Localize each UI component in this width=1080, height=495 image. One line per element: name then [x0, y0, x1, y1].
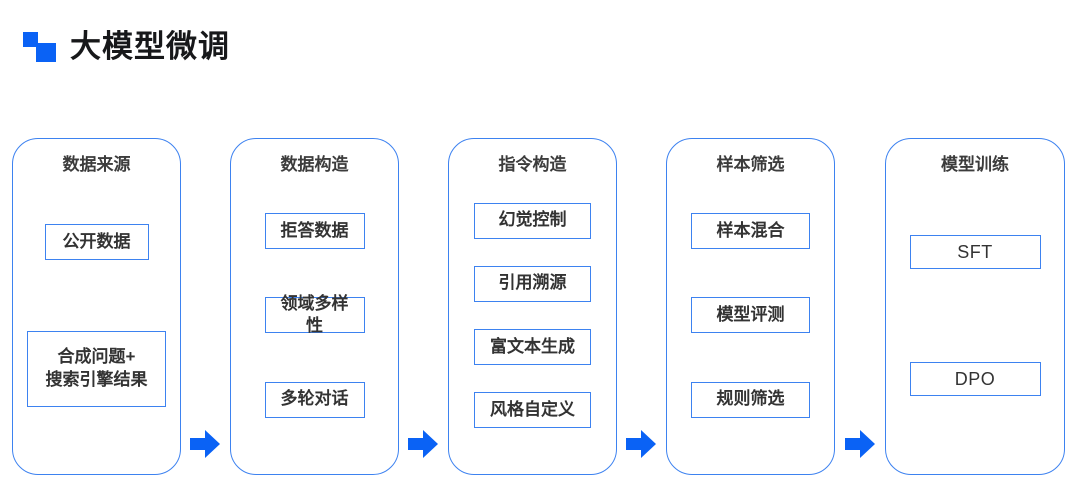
logo-square-small	[23, 32, 38, 47]
stage-card-sample-selection[interactable]: 样本筛选 样本混合 模型评测 规则筛选	[666, 138, 835, 475]
arrow-right-icon	[845, 430, 875, 458]
stage-card-model-training[interactable]: 模型训练 SFT DPO	[885, 138, 1065, 475]
arrow-head	[641, 430, 656, 458]
page-header: 大模型微调	[22, 20, 230, 72]
pipeline-flow-diagram: 数据来源 公开数据 合成问题+ 搜索引擎结果 数据构造 拒答数据 领域多样性 多…	[0, 138, 1080, 476]
item-box[interactable]: 样本混合	[691, 213, 810, 250]
item-box[interactable]: 幻觉控制	[474, 202, 591, 239]
arrow-right-icon	[626, 430, 656, 458]
stage-title: 数据来源	[62, 155, 131, 174]
stage-title: 样本筛选	[716, 155, 785, 174]
arrow-shaft	[408, 438, 425, 450]
stage-title: 指令构造	[498, 155, 567, 174]
item-box[interactable]: 富文本生成	[474, 329, 591, 366]
item-box[interactable]: DPO	[909, 361, 1041, 396]
arrow-head	[205, 430, 220, 458]
arrow-shaft	[190, 438, 207, 450]
item-box[interactable]: 领域多样性	[264, 294, 365, 335]
item-box[interactable]: 多轮对话	[264, 381, 365, 418]
stage-title: 数据构造	[280, 155, 349, 174]
stage-title: 模型训练	[941, 155, 1009, 174]
item-box[interactable]: 模型评测	[691, 297, 810, 334]
arrow-shaft	[626, 438, 643, 450]
arrow-head	[423, 430, 438, 458]
item-box[interactable]: 拒答数据	[264, 213, 365, 250]
item-box[interactable]: 风格自定义	[474, 392, 591, 429]
item-box[interactable]: SFT	[909, 235, 1041, 270]
logo-square-large	[36, 43, 56, 62]
arrow-right-icon	[190, 430, 220, 458]
stage-card-data-source[interactable]: 数据来源 公开数据 合成问题+ 搜索引擎结果	[12, 138, 181, 475]
stage-items: 公开数据 合成问题+ 搜索引擎结果	[13, 189, 180, 442]
item-box[interactable]: 合成问题+ 搜索引擎结果	[27, 330, 166, 407]
stage-items: 样本混合 模型评测 规则筛选	[667, 189, 834, 442]
arrow-shaft	[845, 438, 862, 450]
item-box[interactable]: 规则筛选	[691, 381, 810, 418]
stage-card-instruction-construction[interactable]: 指令构造 幻觉控制 引用溯源 富文本生成 风格自定义	[448, 138, 617, 475]
stage-items: 拒答数据 领域多样性 多轮对话	[231, 189, 398, 442]
page-title: 大模型微调	[70, 28, 230, 64]
stage-card-data-construction[interactable]: 数据构造 拒答数据 领域多样性 多轮对话	[230, 138, 399, 475]
stage-items: SFT DPO	[886, 189, 1064, 442]
item-box[interactable]: 公开数据	[44, 224, 149, 261]
item-box[interactable]: 引用溯源	[474, 265, 591, 302]
arrow-head	[860, 430, 875, 458]
arrow-right-icon	[408, 430, 438, 458]
two-squares-logo-icon	[22, 30, 56, 62]
stage-items: 幻觉控制 引用溯源 富文本生成 风格自定义	[449, 189, 616, 442]
